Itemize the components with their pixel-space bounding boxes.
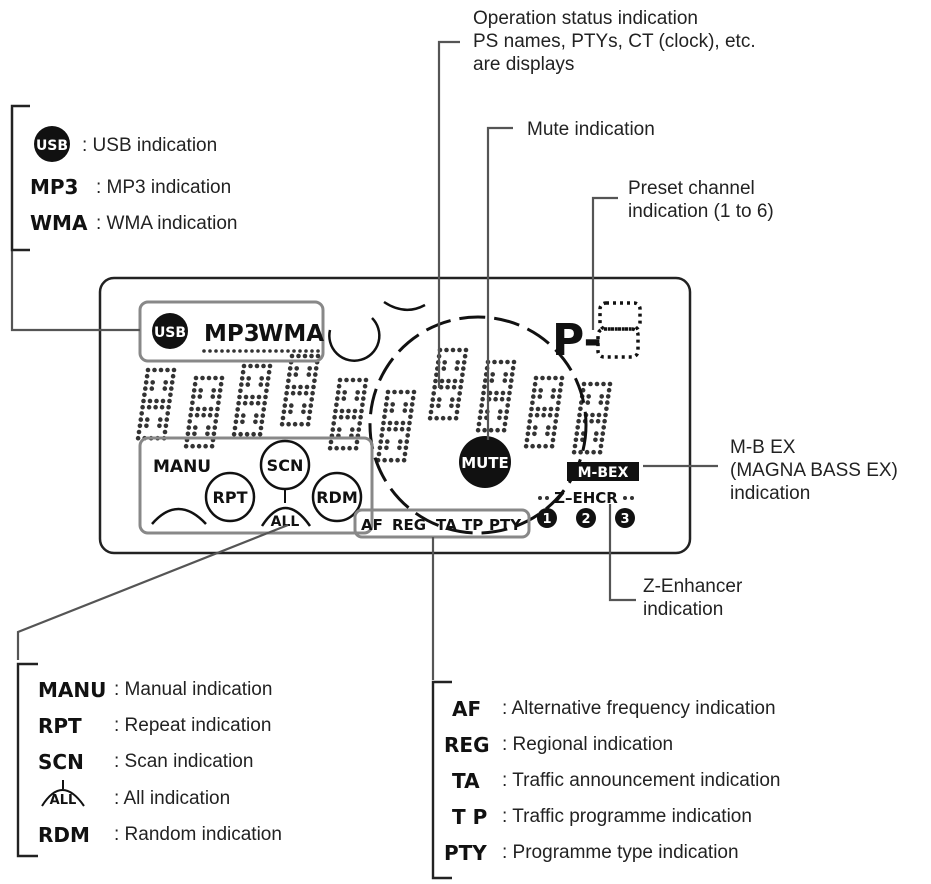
rds-indicator-ta: TA	[436, 516, 457, 534]
arc-decor-2	[383, 300, 426, 311]
legend-pty-desc: : Programme type indication	[502, 842, 739, 863]
leader-mode-bracket	[16, 523, 289, 660]
legend-tp-desc: : Traffic programme indication	[502, 806, 752, 827]
legend-reg-desc: : Regional indication	[502, 734, 673, 755]
matrix-char-4	[279, 353, 321, 427]
legend-manu-desc: : Manual indication	[114, 679, 272, 700]
mbex-indicator-text: M-BEX	[578, 465, 629, 481]
matrix-char-2	[183, 375, 225, 449]
dashed-ring	[368, 315, 588, 535]
all-indicator-arc	[260, 506, 312, 527]
zenh-indicator-text: Z–EHCR	[554, 489, 618, 507]
callout-zenh-line2: indication	[643, 599, 723, 620]
rds-indicator-pty: PTY	[489, 516, 522, 534]
legend-all-desc: : All indication	[114, 788, 230, 809]
legend-usb-badge	[34, 126, 70, 162]
leader-preset	[591, 196, 618, 330]
legend-manu-code: MANU	[38, 678, 106, 702]
mbex-indicator-box	[567, 462, 639, 481]
callout-zenh-line1: Z-Enhancer	[643, 576, 743, 597]
manu-indicator-text: MANU	[153, 457, 211, 477]
arc-decor-3	[151, 507, 207, 525]
zenh-dots	[538, 496, 634, 500]
matrix-char-10	[571, 381, 613, 455]
rdm-indicator-circle	[311, 471, 363, 523]
preset-prefix: P-	[552, 315, 602, 366]
bracket-media	[10, 104, 30, 252]
bracket-rds	[431, 680, 452, 880]
callout-mbex-line3: indication	[730, 483, 810, 504]
zenh-level-badges: 1 2 3	[537, 508, 635, 528]
legend-af-desc: : Alternative frequency indication	[502, 698, 776, 719]
callout-preset-line1: Preset channel	[628, 178, 755, 199]
legend-reg-code: REG	[444, 733, 489, 757]
preset-seven-segment	[596, 301, 642, 359]
scn-indicator-text: SCN	[267, 456, 304, 475]
rdm-indicator-text: RDM	[316, 488, 358, 507]
zenh-level-1: 1	[542, 512, 551, 527]
legend-rpt-code: RPT	[38, 714, 82, 738]
mode-indicator-group	[138, 436, 374, 535]
callout-mbex-line2: (MAGNA BASS EX)	[730, 460, 898, 481]
all-indicator-text: ALL	[271, 514, 300, 530]
legend-scn-desc: : Scan indication	[114, 751, 253, 772]
bracket-modes	[16, 662, 38, 858]
legend-all-code: ALL	[50, 793, 77, 808]
leader-operation-status	[437, 40, 460, 388]
legend-wma-desc: : WMA indication	[96, 213, 238, 234]
legend-all-arc	[41, 789, 85, 807]
callout-preset-line2: indication (1 to 6)	[628, 201, 774, 222]
media-indicator-group	[138, 300, 325, 363]
callout-operation-status-line2: PS names, PTYs, CT (clock), etc.	[473, 31, 756, 52]
matrix-char-6	[375, 389, 417, 463]
callout-mbex-line1: M-B EX	[730, 437, 796, 458]
callout-mute: Mute indication	[527, 119, 655, 140]
rds-indicator-af: AF	[361, 516, 383, 534]
usb-indicator-text: USB	[154, 325, 186, 341]
callout-operation-status-line3: are displays	[473, 54, 574, 75]
legend-mp3-desc: : MP3 indication	[96, 177, 231, 198]
rds-indicator-texts: AF REG TA TP PTY	[361, 516, 522, 534]
callout-operation-status-line1: Operation status indication	[473, 8, 698, 29]
legend-ta-code: TA	[452, 769, 480, 793]
legend-usb-desc: : USB indication	[82, 135, 217, 156]
rds-indicator-tp: TP	[462, 516, 483, 534]
legend-ta-desc: : Traffic announcement indication	[502, 770, 781, 791]
rds-indicator-reg: REG	[392, 516, 426, 534]
zenh-level-2: 2	[581, 512, 590, 527]
matrix-char-8	[475, 359, 517, 433]
leader-zenh	[608, 504, 636, 602]
legend-scn-code: SCN	[38, 750, 84, 774]
rpt-indicator-circle	[204, 471, 256, 523]
mute-indicator-badge	[459, 436, 511, 488]
legend-af-code: AF	[452, 697, 481, 721]
legend-pty-code: PTY	[444, 841, 487, 865]
legend-rdm-code: RDM	[38, 823, 90, 847]
arc-decor-1	[328, 317, 381, 362]
legend-rdm-desc: : Random indication	[114, 824, 282, 845]
zenh-level-3: 3	[620, 512, 629, 527]
wma-indicator-text: WMA	[258, 321, 324, 347]
legend-usb-code: USB	[36, 138, 68, 154]
scn-indicator-circle	[259, 439, 311, 491]
matrix-char-9	[523, 375, 565, 449]
mp3-indicator-text: MP3	[204, 321, 260, 347]
legend-mp3-code: MP3	[30, 175, 78, 199]
legend-rpt-desc: : Repeat indication	[114, 715, 271, 736]
usb-indicator-badge	[152, 313, 188, 349]
legend-wma-code: WMA	[30, 211, 88, 235]
rpt-indicator-text: RPT	[213, 488, 248, 507]
rds-indicator-group	[353, 508, 531, 539]
mute-indicator-text: MUTE	[461, 454, 509, 472]
leader-mute	[486, 126, 513, 440]
legend-tp-code: T P	[452, 805, 487, 829]
matrix-char-3	[231, 363, 273, 437]
dot-matrix-display	[135, 347, 613, 463]
media-dot-row	[202, 349, 320, 353]
